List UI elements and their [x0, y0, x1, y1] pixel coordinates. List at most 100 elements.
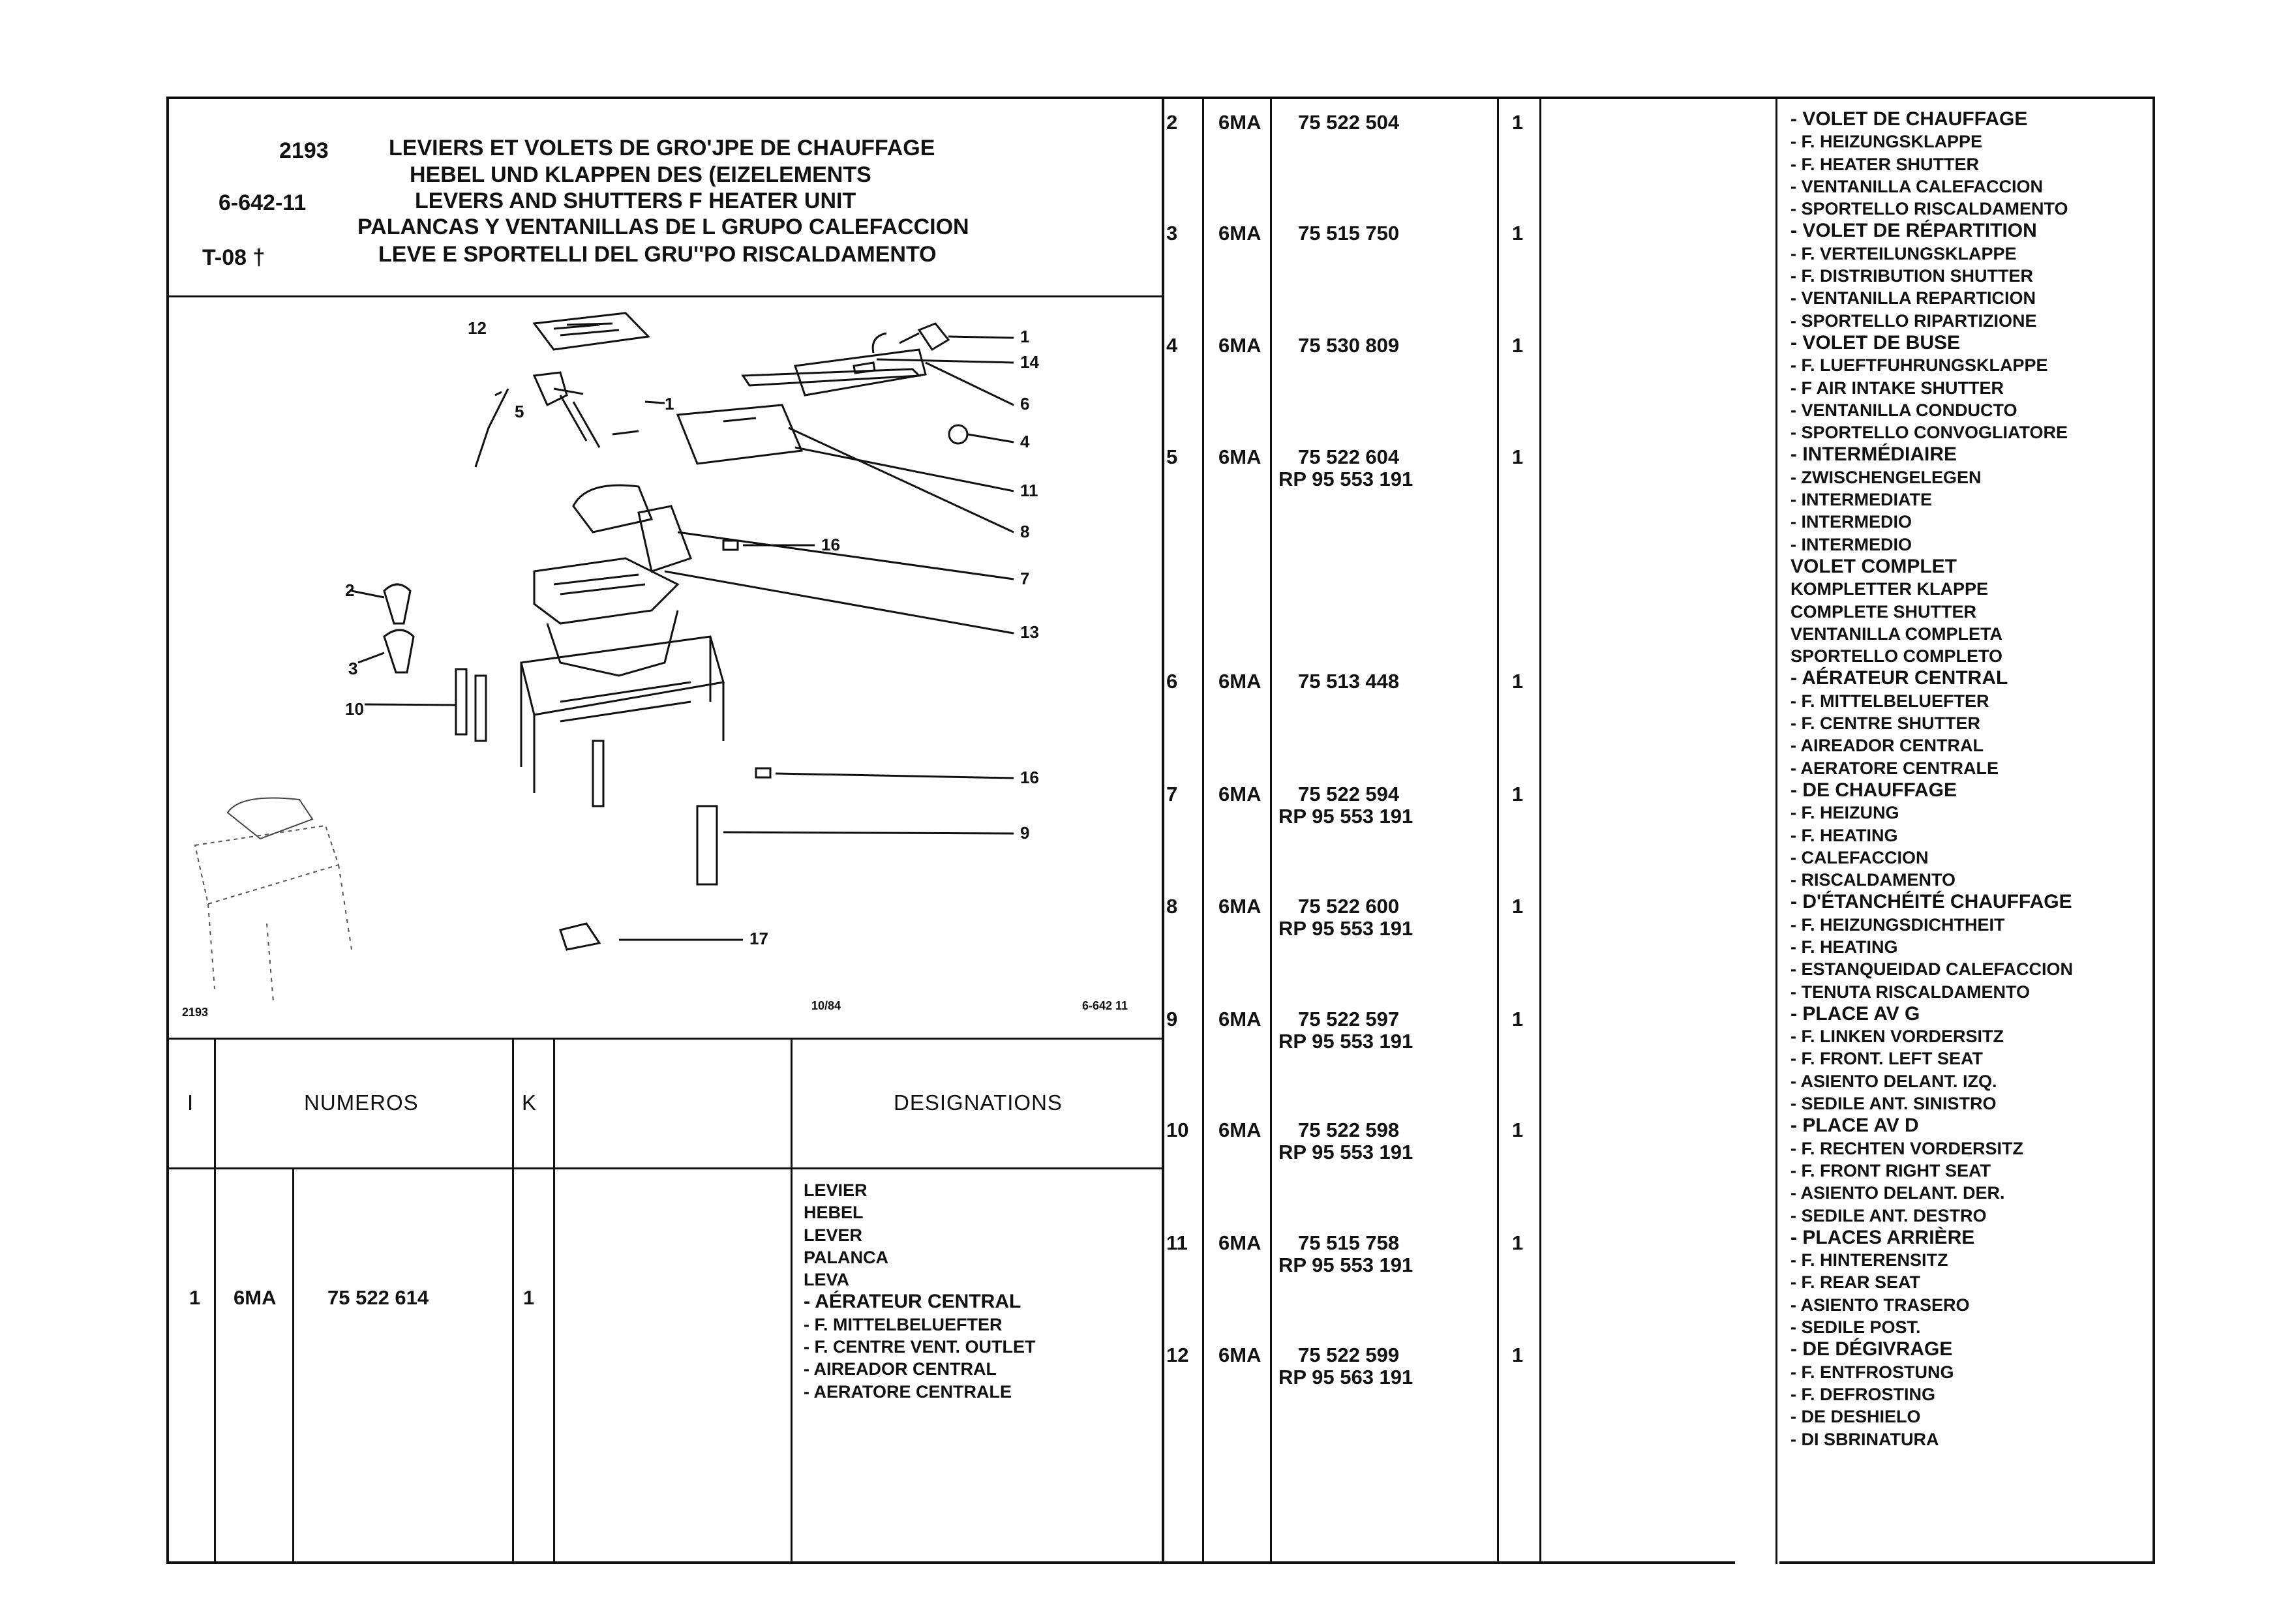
part-code: 6MA: [1218, 334, 1261, 357]
frame-bottom-right: [1779, 1561, 2154, 1564]
callout-6: 6: [1020, 394, 1029, 413]
header-title-fr: LEVIERS ET VOLETS DE GRO'JPE DE CHAUFFAG…: [389, 136, 935, 160]
part-k: 1: [1512, 1119, 1524, 1141]
part-rp-number: RP 95 553 191: [1278, 1254, 1413, 1276]
col-header-k: K: [522, 1090, 537, 1115]
designation-line: - AIREADOR CENTRAL: [1790, 736, 1984, 756]
designation-line: VOLET COMPLET: [1790, 555, 1957, 577]
row1-designation-line: - AERATORE CENTRALE: [804, 1381, 1012, 1402]
designation-line: - VENTANILLA CALEFACCION: [1790, 176, 2043, 196]
diagram-footer-left: 2193: [182, 1006, 208, 1019]
designation-line: - PLACE AV G: [1790, 1002, 1920, 1025]
part-number: 75 522 504: [1298, 111, 1400, 134]
callout-2: 2: [345, 580, 354, 600]
part-number: 75 515 758: [1298, 1231, 1400, 1254]
callout-11: 11: [1020, 481, 1038, 500]
rcol-line-4: [1539, 97, 1541, 1564]
row1-designation-line: LEVER: [804, 1225, 863, 1245]
table-header-separator: [166, 1167, 1164, 1169]
callout-4: 4: [1020, 432, 1030, 451]
col-line-5: [791, 1038, 793, 1563]
designation-line: - SEDILE ANT. DESTRO: [1790, 1205, 1987, 1225]
part-index: 9: [1166, 1008, 1178, 1030]
header-title-en: LEVERS AND SHUTTERS F HEATER UNIT: [415, 188, 856, 213]
designation-line: - D'ÉTANCHÉITÉ CHAUFFAGE: [1790, 891, 2072, 913]
designation-line: - CALEFACCION: [1790, 847, 1929, 867]
part-index: 6: [1166, 670, 1178, 693]
callout-17: 17: [749, 929, 768, 948]
part-k: 1: [1512, 1008, 1524, 1030]
header-code: 2193: [279, 138, 329, 163]
designation-line: - INTERMEDIO: [1790, 512, 1912, 532]
row1-designation-line: LEVIER: [804, 1180, 868, 1200]
designation-line: - F. HEATER SHUTTER: [1790, 154, 1979, 174]
part-number: 75 515 750: [1298, 222, 1400, 245]
designation-line: - ESTANQUEIDAD CALEFACCION: [1790, 959, 2074, 980]
callout-16-upper: 16: [821, 535, 840, 554]
designation-line: - F. HEIZUNGSDICHTHEIT: [1790, 914, 2005, 935]
callout-3: 3: [348, 659, 357, 678]
part-rp-number: RP 95 553 191: [1278, 805, 1413, 828]
designation-line: VENTANILLA COMPLETA: [1790, 623, 2002, 644]
frame-divider-main: [1162, 97, 1164, 1564]
part-k: 1: [1512, 1231, 1524, 1254]
part-index: 2: [1166, 111, 1178, 134]
part-rp-number: RP 95 553 191: [1278, 468, 1413, 490]
designation-line: - SEDILE POST.: [1790, 1317, 1921, 1338]
designation-line: - DE DÉGIVRAGE: [1790, 1338, 1953, 1360]
part-index: 11: [1166, 1231, 1188, 1254]
part-code: 6MA: [1218, 895, 1261, 918]
part-k: 1: [1512, 445, 1524, 468]
part-code: 6MA: [1218, 445, 1261, 468]
designation-line: - DE DESHIELO: [1790, 1407, 1921, 1427]
part-rp-number: RP 95 553 191: [1278, 1030, 1413, 1053]
designation-line: - F. DEFROSTING: [1790, 1384, 1935, 1404]
callout-13: 13: [1020, 622, 1039, 642]
row1-code: 6MA: [234, 1286, 277, 1309]
part-index: 10: [1166, 1119, 1189, 1141]
row1-index: 1: [189, 1286, 201, 1309]
row1-number: 75 522 614: [327, 1286, 429, 1309]
part-number: 75 522 598: [1298, 1119, 1400, 1141]
col-header-designations: DESIGNATIONS: [894, 1090, 1063, 1115]
callout-7: 7: [1020, 569, 1029, 588]
part-number: 75 522 599: [1298, 1344, 1400, 1366]
frame-top-left: [166, 97, 1164, 99]
designation-line: - F. MITTELBELUEFTER: [1790, 691, 1989, 711]
designation-line: SPORTELLO COMPLETO: [1790, 646, 2003, 667]
part-code: 6MA: [1218, 111, 1261, 134]
part-number: 75 522 597: [1298, 1008, 1400, 1030]
part-index: 4: [1166, 334, 1178, 357]
designation-line: KOMPLETTER KLAPPE: [1790, 579, 1989, 599]
callout-8: 8: [1020, 522, 1029, 541]
col-line-3: [512, 1038, 514, 1563]
designation-line: - ASIENTO DELANT. DER.: [1790, 1183, 2005, 1203]
designation-line: - F. LINKEN VORDERSITZ: [1790, 1027, 2004, 1047]
part-index: 8: [1166, 895, 1178, 918]
designation-line: - ASIENTO DELANT. IZQ.: [1790, 1071, 1997, 1091]
part-k: 1: [1512, 334, 1524, 357]
frame-right: [2152, 97, 2155, 1564]
part-index: 12: [1166, 1344, 1189, 1366]
designation-line: - AÉRATEUR CENTRAL: [1790, 667, 2008, 689]
designation-line: - F. FRONT RIGHT SEAT: [1790, 1160, 1991, 1180]
part-code: 6MA: [1218, 222, 1261, 245]
part-number: 75 530 809: [1298, 334, 1400, 357]
designation-line: - F. HEATING: [1790, 825, 1898, 845]
designation-line: - VOLET DE RÉPARTITION: [1790, 220, 2037, 242]
designation-line: - F. VERTEILUNGSKLAPPE: [1790, 243, 2017, 263]
part-k: 1: [1512, 111, 1524, 134]
part-index: 7: [1166, 783, 1178, 805]
rcol-line-2: [1270, 97, 1272, 1564]
header-title-es: PALANCAS Y VENTANILLAS DE L GRUPO CALEFA…: [357, 215, 969, 239]
frame-left: [166, 97, 169, 1564]
callout-1-inner: 1: [665, 394, 674, 413]
row1-designation-line: - AIREADOR CENTRAL: [804, 1359, 997, 1379]
row1-designation-line: PALANCA: [804, 1247, 888, 1267]
row1-k: 1: [523, 1286, 535, 1309]
designation-line: - SPORTELLO RIPARTIZIONE: [1790, 310, 2037, 331]
part-k: 1: [1512, 670, 1524, 693]
designation-line: COMPLETE SHUTTER: [1790, 601, 1977, 622]
designation-line: - SPORTELLO CONVOGLIATORE: [1790, 423, 2068, 443]
designation-line: - VOLET DE BUSE: [1790, 331, 1961, 353]
